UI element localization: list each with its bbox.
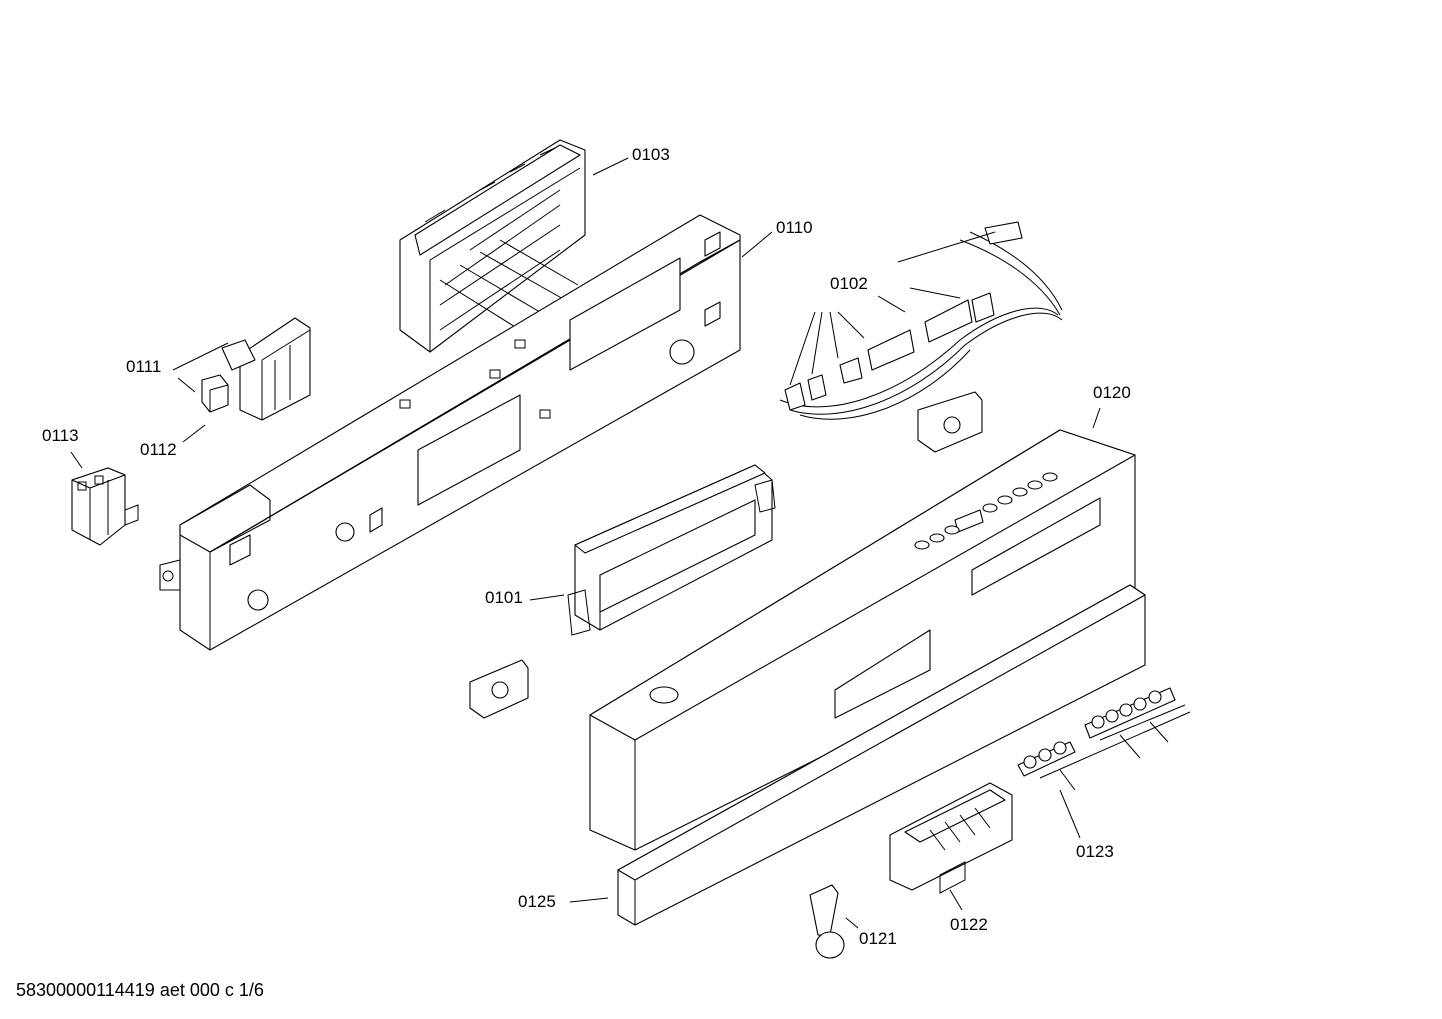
label-0112: 0112: [140, 440, 177, 459]
clip-upper[interactable]: [917, 391, 983, 453]
drawing-reference-footer: 58300000114419 aet 000 c 1/6: [16, 980, 264, 1000]
label-0111: 0111: [126, 357, 161, 376]
label-0101: 0101: [485, 588, 523, 607]
label-0102: 0102: [830, 274, 868, 293]
part-0103-control-module[interactable]: [399, 139, 586, 353]
part-0112-relay[interactable]: [201, 374, 229, 413]
part-0111-switch[interactable]: [221, 317, 311, 421]
label-0103: 0103: [632, 145, 670, 164]
part-0125-bottom-strip[interactable]: [617, 584, 1146, 926]
leader-lines: [70, 157, 1101, 929]
part-0122-button-holder[interactable]: [889, 782, 1013, 894]
part-0101-display-module[interactable]: [567, 464, 776, 636]
label-0122: 0122: [950, 915, 988, 934]
label-0125: 0125: [518, 892, 556, 911]
part-0113-connector-block[interactable]: [71, 467, 139, 546]
label-0110: 0110: [776, 218, 813, 237]
part-0120-front-panel[interactable]: [589, 429, 1136, 851]
label-0121: 0121: [859, 929, 897, 948]
part-0123-led-boards[interactable]: [1017, 687, 1191, 791]
label-0113: 0113: [42, 426, 79, 445]
part-0102-wiring-harness[interactable]: [779, 221, 1063, 420]
part-0110-frame[interactable]: [159, 214, 741, 651]
part-0121-knob[interactable]: [809, 884, 845, 959]
clip-lower[interactable]: [469, 659, 529, 719]
label-0123: 0123: [1076, 842, 1114, 861]
label-0120: 0120: [1093, 383, 1131, 402]
